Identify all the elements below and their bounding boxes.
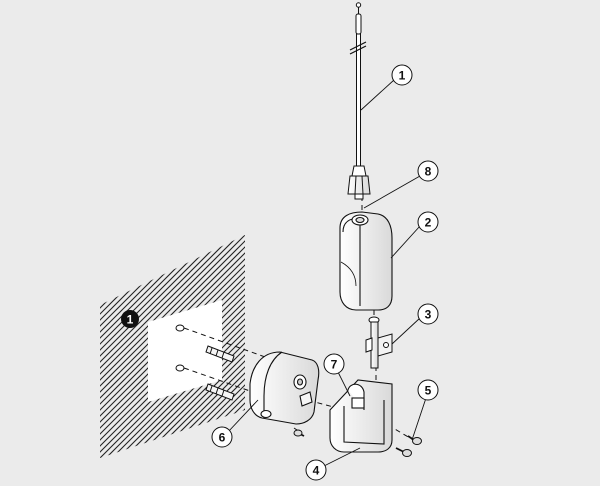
- callout-3: 3: [417, 303, 439, 325]
- wall-marker-label: 1: [127, 313, 134, 327]
- wall-hatching: [100, 235, 245, 458]
- callout-6-label: 6: [219, 431, 226, 445]
- callout-5: 5: [417, 379, 439, 401]
- callout-4: 4: [305, 459, 327, 481]
- callout-7-label: 7: [331, 358, 338, 372]
- callout-7: 7: [323, 353, 345, 375]
- wall-marker-badge: 1: [121, 310, 139, 328]
- callout-1-label: 1: [399, 69, 406, 83]
- callout-8: 8: [417, 160, 439, 182]
- swivel-joint: [365, 316, 393, 369]
- wall-base-adapter: [249, 351, 320, 425]
- callout-2-label: 2: [425, 216, 432, 230]
- wall-screw: [293, 429, 305, 437]
- wall-dowels: [205, 345, 235, 401]
- callout-2: 2: [417, 211, 439, 233]
- mounting-bracket: [329, 379, 393, 453]
- antenna-whip: [347, 2, 371, 200]
- callout-5-label: 5: [425, 384, 432, 398]
- callout-8-label: 8: [425, 165, 432, 179]
- callout-leader-lines: [227, 79, 427, 467]
- callout-6: 6: [211, 426, 233, 448]
- callout-3-label: 3: [425, 308, 432, 322]
- bracket-screws: [395, 435, 422, 457]
- callout-1: 1: [391, 64, 413, 86]
- callout-4-label: 4: [313, 464, 320, 478]
- wall-drill-holes: [175, 324, 185, 372]
- antenna-base-housing: [339, 211, 393, 311]
